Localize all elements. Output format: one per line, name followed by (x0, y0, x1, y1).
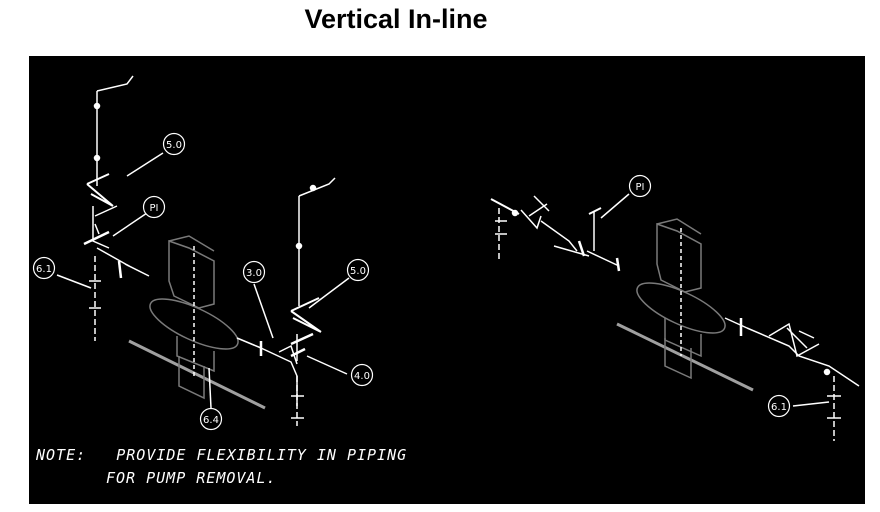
callout-5-0-top-label: 5.0 (166, 140, 182, 151)
callout-6-1-left: 6.1 (32, 256, 56, 280)
callout-bubbles: 5.0 PI 6.1 3.0 5.0 4.0 6.4 PI (32, 132, 791, 431)
callout-6-1-left-label: 6.1 (36, 264, 52, 275)
callout-5-0-top: 5.0 (162, 132, 186, 156)
callout-4-0-label: 4.0 (354, 371, 370, 382)
callout-pi-left-label: PI (150, 203, 159, 214)
drawing-canvas: 5.0 PI 6.1 3.0 5.0 4.0 6.4 PI (29, 56, 865, 504)
base-plate-line (128, 339, 266, 410)
callout-6-4: 6.4 (199, 407, 223, 431)
callout-pi-right: PI (628, 174, 652, 198)
callout-pi-right-label: PI (636, 182, 645, 193)
note-line-2: FOR PUMP REMOVAL. (106, 469, 277, 487)
callout-4-0: 4.0 (350, 363, 374, 387)
callout-pi-left: PI (142, 195, 166, 219)
page-title: Vertical In-line (304, 4, 488, 34)
callout-5-0-right: 5.0 (346, 258, 370, 282)
pump-body-right (636, 218, 726, 380)
callout-5-0-right-label: 5.0 (350, 266, 366, 277)
callout-6-4-label: 6.4 (203, 415, 219, 426)
left-assembly (56, 75, 350, 426)
callout-6-1-right-label: 6.1 (771, 402, 787, 413)
note-line-1: NOTE: PROVIDE FLEXIBILITY IN PIPING (35, 446, 407, 464)
callout-6-1-right: 6.1 (767, 394, 791, 418)
pump-body (149, 235, 239, 400)
callout-3-0-label: 3.0 (246, 268, 262, 279)
isometric-piping-drawing: 5.0 PI 6.1 3.0 5.0 4.0 6.4 PI (32, 75, 860, 487)
left-top-elbow (96, 75, 134, 92)
base-plate-line-right (616, 322, 754, 392)
callout-3-0: 3.0 (242, 260, 266, 284)
right-assembly (490, 193, 860, 441)
